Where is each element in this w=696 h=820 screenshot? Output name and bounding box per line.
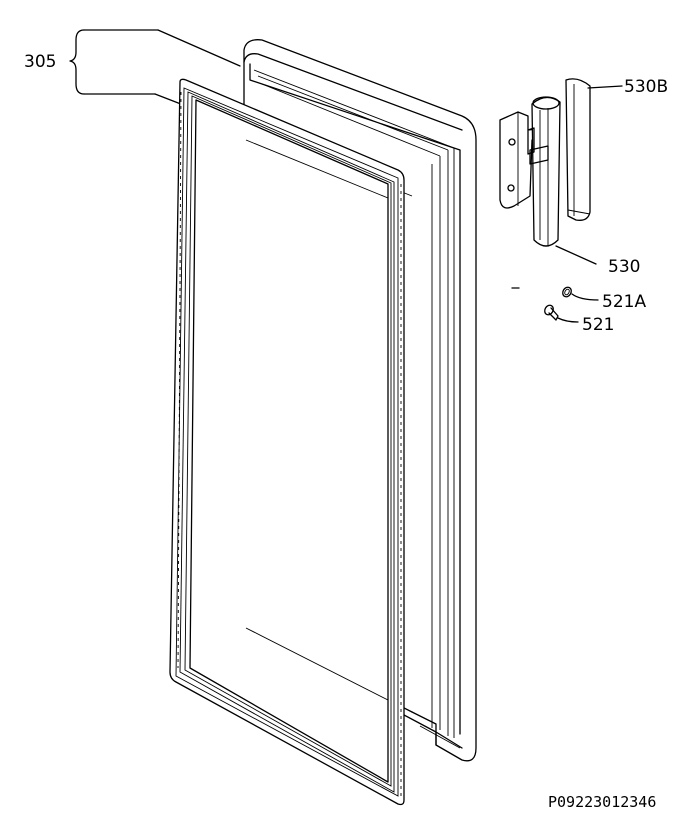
callout-530B: 530B (587, 77, 668, 97)
door-top-lip (243, 53, 463, 131)
reference-number: P09223012346 (548, 793, 656, 811)
callout-521: 521 (557, 315, 614, 335)
callout-305: 305 (24, 29, 241, 107)
callout-530: 530 (555, 245, 640, 277)
door-top-inner (249, 63, 461, 735)
hinge-assembly (499, 96, 561, 247)
door-gasket (169, 78, 405, 806)
callout-521A: 521A (571, 292, 646, 312)
hinge-cover-shape (565, 78, 591, 221)
hinge-cover (565, 78, 591, 221)
leader-305-top-diag (157, 29, 241, 67)
label-530B: 530B (624, 77, 668, 97)
screw (544, 304, 559, 321)
label-521A: 521A (602, 292, 646, 312)
gasket-opening (189, 99, 389, 783)
label-521: 521 (582, 315, 614, 335)
label-305: 305 (24, 52, 56, 72)
hinge-hole-bottom (507, 184, 515, 192)
hinge-pin-top (532, 96, 560, 110)
door-bottom (411, 711, 463, 749)
hinge-hole-top (508, 138, 516, 146)
hinge-pin (531, 96, 561, 247)
screw-washer (562, 286, 572, 298)
brace-305 (69, 29, 85, 95)
label-530: 530 (608, 257, 640, 277)
